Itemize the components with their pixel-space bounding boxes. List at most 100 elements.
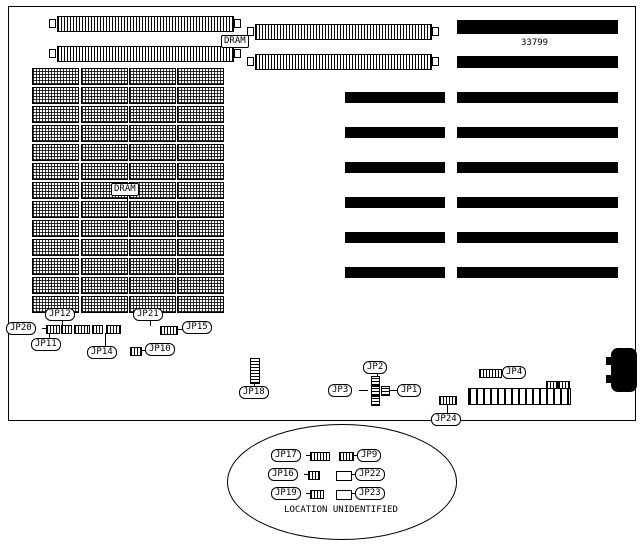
memory-chip (81, 277, 128, 294)
memory-chip (32, 182, 79, 199)
memory-chip (177, 220, 224, 237)
expansion-slot (345, 162, 445, 173)
simm-socket-end (49, 19, 56, 28)
jumper-label-jp12: JP12 (45, 308, 75, 321)
memory-chip (129, 163, 176, 180)
simm-socket-end (234, 19, 241, 28)
jumper-block (310, 452, 330, 461)
jumper-block (381, 386, 390, 396)
expansion-slot (457, 197, 618, 208)
memory-chip (32, 106, 79, 123)
expansion-slot (345, 92, 445, 103)
leader-line (49, 333, 50, 339)
simm-socket-end (432, 57, 439, 66)
jumper-label-jp24: JP24 (431, 413, 461, 426)
jumper-label-jp15: JP15 (182, 321, 212, 334)
jumper-block (308, 471, 320, 480)
jumper-label-jp3: JP3 (328, 384, 353, 397)
jumper-block (310, 490, 324, 499)
jumper-block (74, 325, 90, 334)
memory-chip (81, 125, 128, 142)
memory-chip (177, 182, 224, 199)
jumper-block (160, 326, 178, 335)
jumper-block (250, 358, 260, 384)
memory-chip (81, 258, 128, 275)
jumper-label-jp21: JP21 (133, 308, 163, 321)
memory-chip (129, 87, 176, 104)
memory-chip (177, 144, 224, 161)
memory-chip (129, 277, 176, 294)
memory-chip (81, 163, 128, 180)
expansion-slot (345, 232, 445, 243)
din-connector-tab (606, 357, 612, 365)
memory-chip (32, 144, 79, 161)
expansion-slot (345, 197, 445, 208)
jumper-label-jp1: JP1 (397, 384, 422, 397)
jumper-block (371, 396, 380, 406)
jumper-block (61, 325, 72, 334)
leader-line (62, 321, 63, 326)
memory-chip (177, 201, 224, 218)
memory-chip (32, 68, 79, 85)
jumper-label-jp19: JP19 (271, 487, 301, 500)
memory-chip (177, 106, 224, 123)
simm-socket-end (247, 57, 254, 66)
memory-chip (129, 68, 176, 85)
jumper-block (371, 376, 380, 386)
jumper-label-jp23: JP23 (355, 487, 385, 500)
memory-chip (81, 239, 128, 256)
expansion-slot (457, 56, 618, 68)
jumper-label-jp2: JP2 (363, 361, 388, 374)
leader-line (350, 493, 355, 494)
memory-chip (177, 125, 224, 142)
memory-chip (81, 201, 128, 218)
memory-chip (129, 258, 176, 275)
leader-line (304, 474, 308, 475)
memory-chip (32, 201, 79, 218)
jumper-label-jp14: JP14 (87, 346, 117, 359)
memory-chip (32, 220, 79, 237)
dram-label-mid: DRAM (111, 183, 139, 196)
memory-chip (129, 144, 176, 161)
keyboard-din-connector (611, 348, 637, 392)
leader-line (141, 350, 146, 351)
din-connector-tab (606, 375, 612, 383)
jumper-block (130, 347, 142, 356)
model-number: 33799 (521, 38, 549, 48)
unidentified-ellipse (227, 424, 457, 540)
leader-line (306, 455, 310, 456)
expansion-slot (345, 267, 445, 278)
unidentified-caption: LOCATION UNIDENTIFIED (284, 505, 398, 515)
expansion-slot (457, 267, 618, 278)
expansion-slot (457, 127, 618, 138)
expansion-slot (457, 20, 618, 34)
board-outline (8, 6, 636, 421)
leader-line (352, 455, 357, 456)
jumper-label-jp22: JP22 (355, 468, 385, 481)
leader-line (350, 474, 355, 475)
memory-chip (177, 87, 224, 104)
leader-line (150, 321, 151, 326)
simm-socket (57, 46, 234, 62)
memory-chip (129, 106, 176, 123)
memory-chip (177, 239, 224, 256)
memory-chip (81, 144, 128, 161)
leader-line (176, 329, 183, 330)
jumper-block (479, 369, 502, 378)
expansion-slot (457, 92, 618, 103)
leader-line (42, 328, 47, 329)
leader-line (306, 493, 310, 494)
jumper-block (339, 452, 354, 461)
jumper-label-jp17: JP17 (271, 449, 301, 462)
jumper-label-jp20: JP20 (6, 322, 36, 335)
leader-line (105, 333, 106, 346)
memory-chip (32, 163, 79, 180)
jumper-label-jp16: JP16 (268, 468, 298, 481)
memory-chip (32, 239, 79, 256)
jumper-pad (336, 490, 352, 500)
expansion-slot (457, 232, 618, 243)
memory-chip (32, 87, 79, 104)
jumper-block (46, 325, 60, 334)
simm-socket-end (234, 49, 241, 58)
